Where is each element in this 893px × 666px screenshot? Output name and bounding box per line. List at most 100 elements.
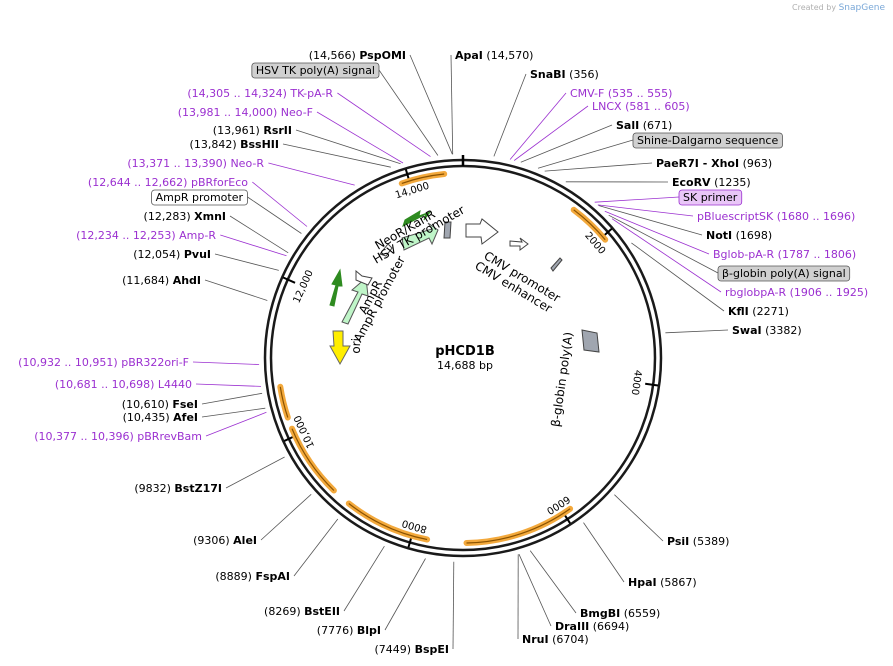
svg-text:HpaI (5867): HpaI (5867) xyxy=(628,576,697,589)
site-position: (10,377 .. 10,396) xyxy=(34,430,134,443)
site-sk-primer: SK primer xyxy=(678,189,743,206)
svg-text:(10,681 .. 10,698) L4440: (10,681 .. 10,698) L4440 xyxy=(55,378,192,391)
site-position: (9832) xyxy=(134,482,171,495)
site-xmni: (12,283) XmnI xyxy=(144,210,226,223)
site-name: XmnI xyxy=(194,210,226,223)
cmv-promoter-box xyxy=(465,218,499,245)
site-name: NotI xyxy=(706,229,732,242)
site-pvui: (12,054) PvuI xyxy=(133,248,211,261)
svg-text:(14,566) PspOMI: (14,566) PspOMI xyxy=(309,49,406,62)
site-name: BspEI xyxy=(415,643,449,656)
label-hsv-tk-poly-a-signal: HSV TK poly(A) signal xyxy=(256,64,375,77)
svg-text:SalI (671): SalI (671) xyxy=(616,119,672,132)
site-position: (8269) xyxy=(264,605,301,618)
site-name: BlpI xyxy=(357,624,381,637)
svg-text:(12,644 .. 12,662) pBRforEco: (12,644 .. 12,662) pBRforEco xyxy=(88,176,248,189)
leader-ampr-promoter xyxy=(247,196,302,234)
site-name: NruI xyxy=(522,633,549,646)
site-name: SalI xyxy=(616,119,639,132)
site-bspei: (7449) BspEI xyxy=(375,643,450,656)
svg-text:(11,684) AhdI: (11,684) AhdI xyxy=(122,274,201,287)
site-name: EcoRV xyxy=(672,176,711,189)
snapgene-credit: Created by SnapGene xyxy=(792,3,885,13)
site-name: SnaBI xyxy=(530,68,566,81)
site-name: AhdI xyxy=(173,274,201,287)
leader-xmni xyxy=(229,215,289,254)
site-ahdi: (11,684) AhdI xyxy=(122,274,201,287)
site-name: BstZ17I xyxy=(174,482,222,495)
svg-text:(12,234 .. 12,253) Amp-R: (12,234 .. 12,253) Amp-R xyxy=(76,229,216,242)
site-name: ApaI xyxy=(455,49,483,62)
site-rbglobpa-r: rbglobpA-R (1906 .. 1925) xyxy=(725,286,868,299)
svg-text:(9306) AleI: (9306) AleI xyxy=(193,534,257,547)
site-name: L4440 xyxy=(158,378,192,391)
leader-psii xyxy=(614,494,664,542)
site-bmgbi: BmgBI (6559) xyxy=(580,607,660,620)
amp-promoter-box xyxy=(355,269,373,286)
site-name: CMV-F xyxy=(570,87,604,100)
plasmid-name: pHCD1B xyxy=(435,344,494,359)
leader-draiii xyxy=(518,554,552,627)
svg-text:KflI (2271): KflI (2271) xyxy=(728,305,789,318)
site-position: (581 .. 605) xyxy=(625,100,690,113)
orf-segment-core-6 xyxy=(279,386,289,418)
site-fsei: (10,610) FseI xyxy=(122,398,198,411)
site-name: HpaI xyxy=(628,576,657,589)
site-position: (1906 .. 1925) xyxy=(790,286,869,299)
site-name: PsiI xyxy=(667,535,689,548)
site-name: pBRrevBam xyxy=(137,430,202,443)
site-position: (7776) xyxy=(317,624,354,637)
site-name: PspOMI xyxy=(359,49,406,62)
svg-text:NotI (1698): NotI (1698) xyxy=(706,229,772,242)
svg-text:EcoRV (1235): EcoRV (1235) xyxy=(672,176,751,189)
site-position: (6559) xyxy=(624,607,661,620)
site-pbluescriptsk: pBluescriptSK (1680 .. 1696) xyxy=(697,210,855,223)
svg-text:(13,961) RsrII: (13,961) RsrII xyxy=(213,124,292,137)
svg-text:pBluescriptSK (1680 .. 1696): pBluescriptSK (1680 .. 1696) xyxy=(697,210,855,223)
leader-cmv-f xyxy=(509,92,567,160)
leader-blpi xyxy=(384,558,426,631)
site-cmv-f: CMV-F (535 .. 555) xyxy=(570,87,672,100)
plasmid-size: 14,688 bp xyxy=(437,359,493,372)
site-bsteii: (8269) BstEII xyxy=(264,605,340,618)
svg-text:(12,054) PvuI: (12,054) PvuI xyxy=(133,248,211,261)
site-position: (1787 .. 1806) xyxy=(778,248,857,261)
svg-text:(8269) BstEII: (8269) BstEII xyxy=(264,605,340,618)
site-position: (356) xyxy=(569,68,599,81)
amp-r-arrow xyxy=(341,277,369,325)
leader-alei xyxy=(260,494,312,541)
label-box-ampr-promoter xyxy=(151,189,248,206)
site-name: BstEII xyxy=(304,605,340,618)
site-position: (13,842) xyxy=(190,138,237,151)
orf-segment-core-4 xyxy=(348,503,428,541)
site-name: AleI xyxy=(233,534,257,547)
site-name: KflI xyxy=(728,305,749,318)
svg-text:DraIII (6694): DraIII (6694) xyxy=(555,620,629,633)
neokanr-arrow xyxy=(401,222,439,251)
site-psii: PsiI (5389) xyxy=(667,535,729,548)
snapgene-brand: SnapGene xyxy=(838,3,885,13)
leader-sali xyxy=(520,124,613,163)
leader-lncx xyxy=(513,105,589,161)
neo-dark-arrow xyxy=(402,209,432,228)
leader-noti xyxy=(598,205,703,236)
leader-snabi xyxy=(493,73,527,157)
site-bglob-pa-r: Bglob-pA-R (1787 .. 1806) xyxy=(713,248,856,261)
site-name: pBluescriptSK xyxy=(697,210,774,223)
site-position: (1235) xyxy=(714,176,751,189)
site-position: (14,566) xyxy=(309,49,356,62)
leader-paer7i-xhoi xyxy=(544,162,653,172)
leader-pspomi xyxy=(409,54,453,155)
svg-text:(10,377 .. 10,396) pBRrevBam: (10,377 .. 10,396) pBRrevBam xyxy=(34,430,202,443)
site-name: Bglob-pA-R xyxy=(713,248,775,261)
svg-text:(10,932 .. 10,951) pBR322ori-F: (10,932 .. 10,951) pBR322ori-F xyxy=(18,356,189,369)
leader-neo-f xyxy=(316,111,404,164)
leader-bsshii xyxy=(282,143,391,168)
credit-prefix: Created by xyxy=(792,3,837,12)
orf-segment-core-1 xyxy=(401,173,445,184)
leader-pbrforeco xyxy=(252,181,308,227)
leader-fspai xyxy=(293,518,339,577)
hsv-tk-promoter-arrow xyxy=(379,243,393,257)
leader-neo-r xyxy=(268,162,355,186)
